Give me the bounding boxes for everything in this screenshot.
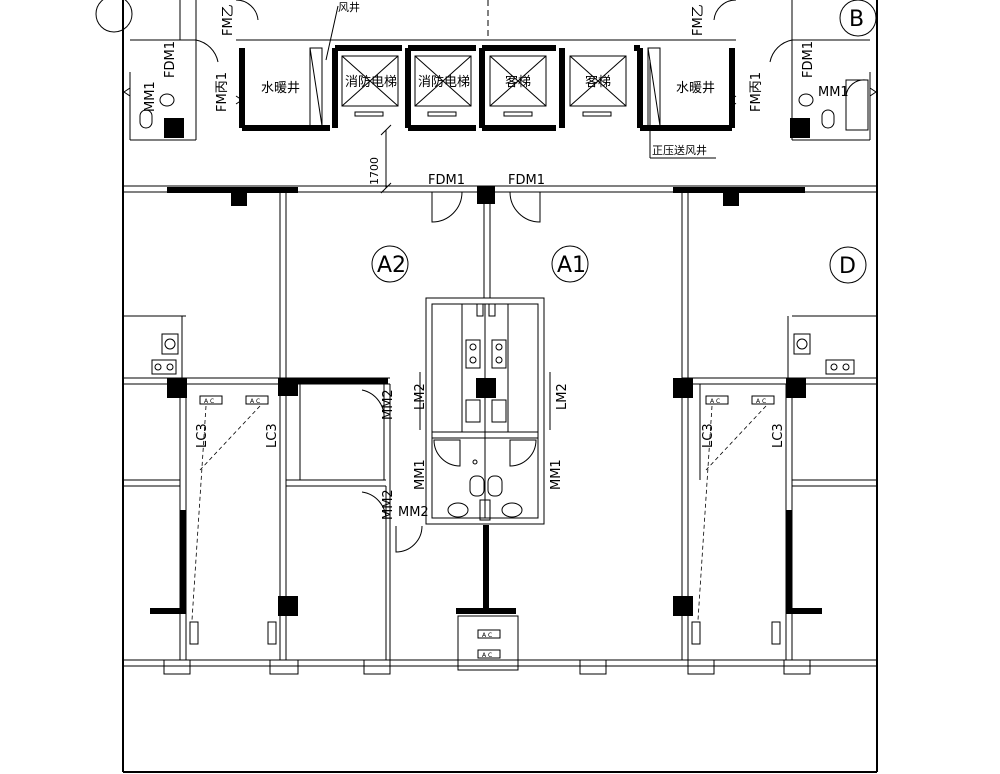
grid-bubble-d: D [829, 246, 867, 284]
dimension-line [380, 124, 392, 194]
bath-top-left [129, 0, 219, 141]
corridor-doors [431, 191, 541, 223]
ac-label: A C [710, 398, 720, 405]
shaft-label-pressurized-air-shaft: 正压送风井 [652, 143, 707, 157]
door-label-fdm1-mid-right: FDM1 [508, 173, 545, 188]
ac-label: A C [482, 632, 492, 639]
bath-top-right [769, 0, 871, 141]
door-label-fm-c-left: FM丙1 [215, 72, 230, 112]
ac-label: A C [250, 398, 260, 405]
door-label-fm-c-right: FM丙1 [749, 72, 764, 112]
ac-label: A C [756, 398, 766, 405]
unit-walls [123, 192, 877, 667]
door-label-mm1-right: MM1 [549, 459, 564, 490]
ac-units [189, 395, 781, 671]
kitchen-right [793, 333, 855, 375]
grid-label-d: D [839, 254, 856, 279]
door-label-mm2-lower: MM2 [381, 489, 396, 520]
door-label-lm2-right: LM2 [555, 383, 570, 410]
window-markers [163, 659, 811, 675]
grid-label-b: B [849, 7, 864, 32]
door-swings-upper [123, 0, 877, 105]
door-label-fdm1-right: FDM1 [801, 41, 816, 78]
door-label-mm1-left: MM1 [413, 459, 428, 490]
shaft-label-water-left: 水暖井 [261, 81, 300, 96]
door-label-fm-z-left: FM乙 [221, 4, 236, 36]
shaft-label-passenger-elevator-2: 客梯 [585, 74, 611, 90]
structural-columns [150, 378, 822, 616]
door-label-lm2-left: LM2 [413, 383, 428, 410]
shaft-label-fire-elevator-1: 消防电梯 [345, 74, 397, 90]
shaft-label-fire-elevator-2: 消防电梯 [418, 74, 470, 90]
grid-bubble-a2: A2 [371, 245, 409, 283]
door-label-fdm1-left: FDM1 [163, 41, 178, 78]
grid-label-a1: A1 [557, 253, 586, 278]
door-label-fdm1-mid-left: FDM1 [428, 173, 465, 188]
grid-label-a2: A2 [377, 253, 406, 278]
grid-bubble-b: B [839, 0, 877, 37]
shaft-label-water-right: 水暖井 [676, 81, 715, 96]
shaft-label-passenger-elevator-1: 客梯 [505, 74, 531, 90]
door-label-mm2-upper: MM2 [381, 389, 396, 420]
door-label-mm1-top-right: MM1 [818, 85, 849, 100]
ac-label: A C [482, 652, 492, 659]
central-bath-block [425, 297, 545, 525]
dimension-label: 1700 [368, 157, 381, 185]
window-label-lc3-3: LC3 [701, 423, 716, 448]
grid-bubble-partial [95, 0, 133, 33]
shaft-label-air-shaft: 风井 [338, 0, 360, 14]
window-label-lc3-4: LC3 [771, 423, 786, 448]
core-shafts [236, 39, 736, 131]
window-label-lc3-1: LC3 [195, 423, 210, 448]
door-label-mm2-door: MM2 [398, 505, 429, 520]
outer-frame [122, 0, 878, 773]
grid-bubble-a1: A1 [551, 245, 589, 283]
ac-label: A C [204, 398, 214, 405]
corridor-walls [123, 185, 877, 206]
window-label-lc3-2: LC3 [265, 423, 280, 448]
kitchen-left [151, 333, 179, 375]
door-label-fm-z-right: FM乙 [691, 4, 706, 36]
door-label-mm1-top-left: MM1 [143, 81, 158, 112]
door-swings-lower [299, 372, 701, 553]
